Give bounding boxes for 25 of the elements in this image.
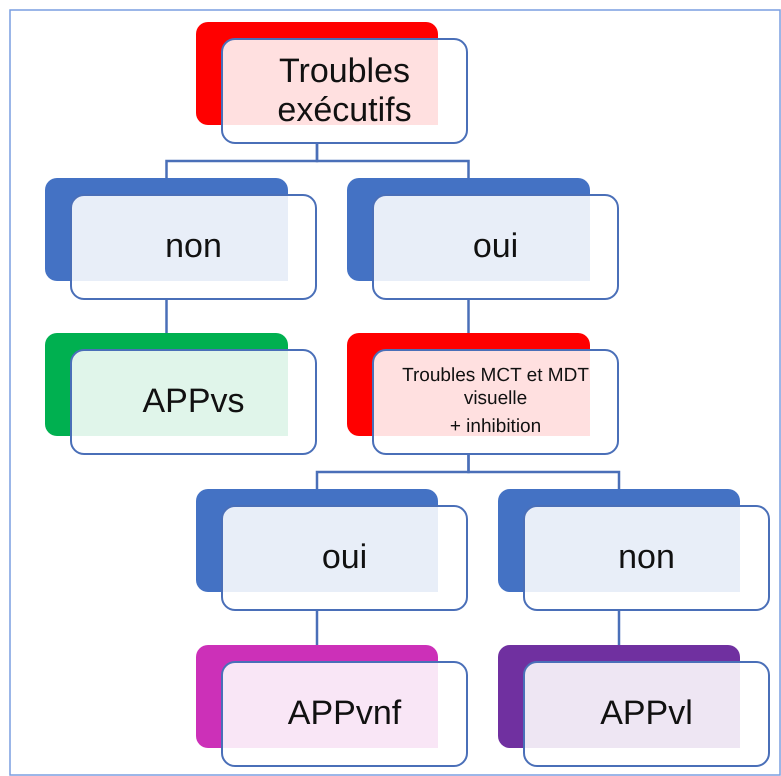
- box-label: Troubles MCT et MDT visuelle: [401, 364, 590, 410]
- connector-line: [618, 611, 620, 645]
- connector-line: [467, 455, 620, 489]
- card-stack: [347, 178, 619, 300]
- box-label: Troubles exécutifs: [276, 52, 413, 130]
- card-stack: [498, 645, 770, 767]
- box-label: APPvs: [142, 382, 245, 422]
- box-label: + inhibition: [450, 416, 542, 440]
- card-stack: [196, 22, 468, 144]
- card-stack: [45, 333, 317, 455]
- connector-line: [467, 300, 470, 333]
- box-label: non: [618, 538, 675, 578]
- box-label: APPvl: [600, 694, 693, 734]
- card-stack: [498, 489, 770, 611]
- box-label: non: [165, 227, 222, 267]
- connector-line: [316, 144, 470, 178]
- card-stack: [45, 178, 317, 300]
- box-label: APPvnf: [288, 694, 402, 734]
- card-stack: [196, 489, 468, 611]
- box-label: oui: [322, 538, 368, 578]
- connector-line: [316, 611, 318, 645]
- connector-line: [165, 300, 168, 333]
- card-stack: [347, 333, 619, 455]
- box-label: oui: [472, 227, 518, 267]
- card-stack: [196, 645, 468, 767]
